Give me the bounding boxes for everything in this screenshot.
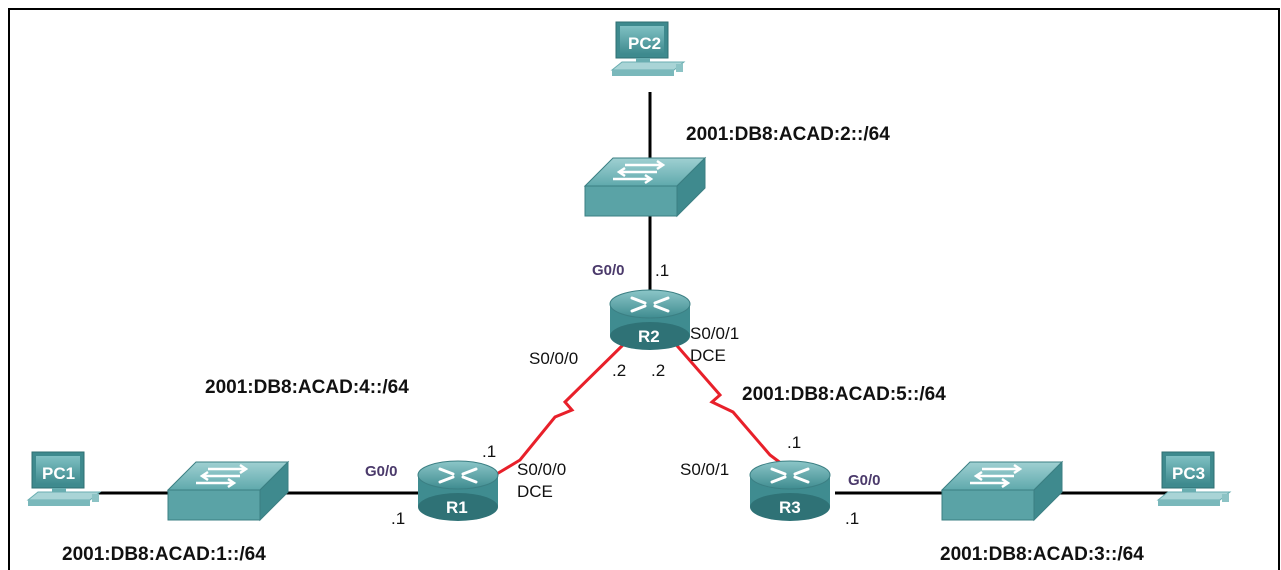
r3-s001-address: .1 (787, 433, 801, 452)
network-label-wan-r2-r3: 2001:DB8:ACAD:5::/64 (742, 384, 946, 405)
r2-g00-address: .1 (655, 261, 669, 280)
pc2-label: PC2 (628, 34, 661, 53)
switch-icon[interactable] (940, 460, 1064, 522)
network-label-lan-r3: 2001:DB8:ACAD:3::/64 (940, 544, 1144, 565)
r1-s000-dce: DCE (517, 482, 553, 501)
r1-s000-label: S0/0/0 (517, 460, 566, 479)
r2-s000-address: .2 (612, 361, 626, 380)
network-label-lan-r1: 2001:DB8:ACAD:1::/64 (62, 544, 266, 565)
r3-s001-label: S0/0/1 (680, 460, 729, 479)
ethernet-links (70, 92, 1175, 495)
r2-s001-dce: DCE (690, 346, 726, 365)
pc3-label: PC3 (1172, 464, 1205, 483)
diagram-frame (8, 8, 1280, 570)
r1-g00-address: .1 (391, 509, 405, 528)
r2-label: R2 (638, 327, 660, 346)
r2-s001-label: S0/0/1 (690, 324, 739, 343)
network-label-lan-r2: 2001:DB8:ACAD:2::/64 (686, 124, 890, 145)
switch-icon[interactable] (166, 460, 290, 522)
r3-g00-address: .1 (845, 509, 859, 528)
r1-label: R1 (446, 498, 468, 517)
r3-g00-label: G0/0 (848, 472, 881, 489)
pc1-label: PC1 (42, 464, 75, 483)
r1-s000-address: .1 (482, 442, 496, 461)
r2-s000-label: S0/0/0 (529, 349, 578, 368)
serial-links (494, 338, 791, 477)
switch-icon[interactable] (583, 156, 707, 218)
r3-label: R3 (779, 498, 801, 517)
r2-g00-label: G0/0 (592, 262, 625, 279)
r1-g00-label: G0/0 (365, 463, 398, 480)
r2-s001-address: .2 (651, 361, 665, 380)
network-label-wan-r1-r2: 2001:DB8:ACAD:4::/64 (205, 377, 409, 398)
